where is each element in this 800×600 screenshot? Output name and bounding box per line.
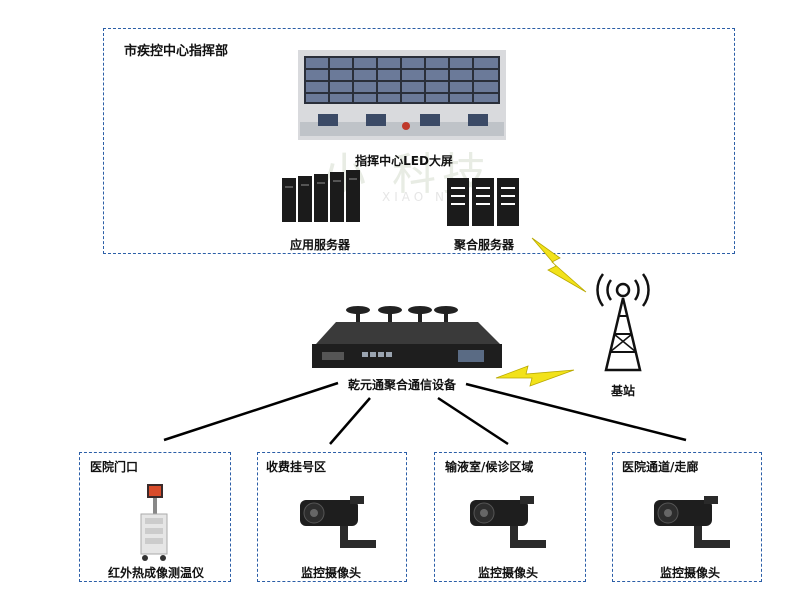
led-screen-label: 指挥中心LED大屏: [355, 154, 453, 168]
command-center-title: 市疾控中心指挥部: [124, 44, 229, 59]
site-title-hospital-entrance: 医院门口: [90, 460, 139, 474]
site-box-registration: [257, 452, 407, 582]
site-box-hospital-entrance: [79, 452, 231, 582]
site-title-infusion-room: 输液室/候诊区域: [445, 460, 534, 474]
agg-server-label: 聚合服务器: [453, 238, 515, 252]
site-device-label-thermal: 红外热成像测温仪: [107, 566, 205, 580]
site-device-label-camera-3: 监控摄像头: [659, 566, 721, 580]
site-device-label-camera-1: 监控摄像头: [300, 566, 362, 580]
site-box-infusion-room: [434, 452, 586, 582]
site-box-corridor: [612, 452, 762, 582]
site-title-corridor: 医院通道/走廊: [622, 460, 699, 474]
base-station-label: 基站: [610, 384, 636, 398]
site-device-label-camera-2: 监控摄像头: [477, 566, 539, 580]
device-label: 乾元通聚合通信设备: [347, 378, 457, 392]
site-title-registration: 收费挂号区: [266, 460, 327, 474]
app-server-label: 应用服务器: [289, 238, 351, 252]
command-center-frame: [103, 28, 735, 254]
